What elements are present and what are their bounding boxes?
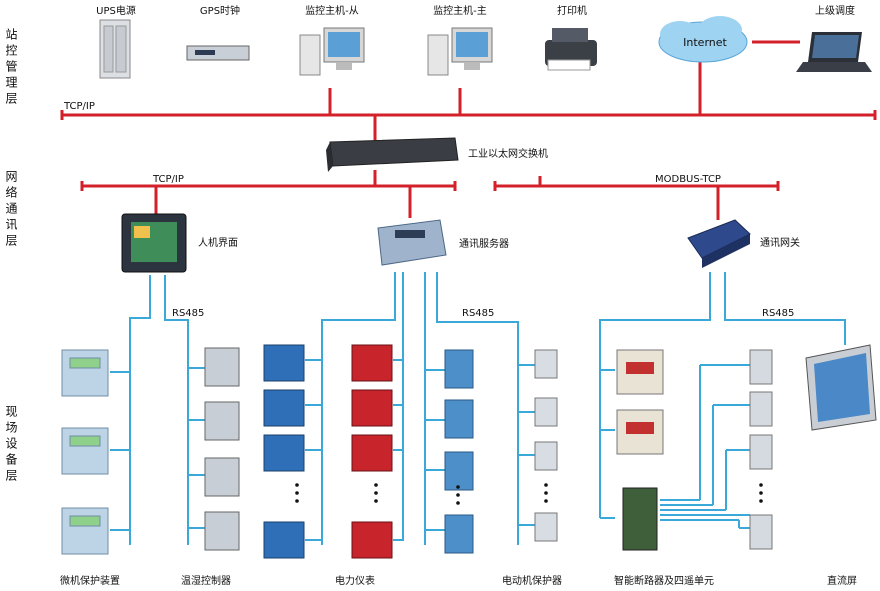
ethernet-switch	[326, 137, 459, 172]
ethernet-buses	[60, 40, 877, 220]
layer-network: 网络通讯层	[4, 170, 18, 250]
label-monitor-master: 监控主机-主	[433, 4, 487, 17]
label-printer: 打印机	[557, 4, 587, 17]
label-ups: UPS电源	[96, 4, 136, 17]
label-gateway: 通讯网关	[760, 236, 800, 249]
label-comm-server: 通讯服务器	[459, 237, 509, 250]
th-controllers	[204, 347, 240, 551]
label-rs485-2: RS485	[462, 308, 494, 319]
label-rs485-1: RS485	[172, 308, 204, 319]
label-right-bus: MODBUS-TCP	[655, 174, 721, 185]
hmi-panel	[121, 213, 187, 273]
label-gps: GPS时钟	[200, 4, 240, 17]
monitor-master	[427, 27, 493, 76]
label-micro-protection: 微机保护装置	[60, 574, 120, 587]
ups-cabinet	[99, 19, 131, 79]
comm-server	[377, 219, 447, 266]
smart-breakers	[616, 349, 773, 551]
label-monitor-slave: 监控主机-从	[305, 4, 359, 17]
label-breakers: 智能断路器及四遥单元	[614, 574, 714, 587]
label-top-bus: TCP/IP	[63, 101, 95, 112]
layer-field: 现场设备层	[4, 405, 18, 485]
internet-label: Internet	[683, 36, 727, 49]
dc-panel-screen	[805, 344, 877, 431]
label-hmi: 人机界面	[198, 236, 238, 249]
label-switch: 工业以太网交换机	[468, 147, 548, 160]
label-dc-panel: 直流屏	[827, 574, 857, 587]
layer-labels: 站控管理层 网络通讯层 现场设备层	[4, 28, 18, 485]
power-meters	[263, 344, 393, 559]
label-th-controller: 温湿控制器	[181, 574, 231, 587]
gps-clock	[186, 45, 250, 61]
comm-gateway	[687, 219, 751, 268]
micro-protection-devices	[61, 349, 109, 555]
label-left-bus: TCP/IP	[152, 174, 184, 185]
internet-cloud: Internet	[658, 16, 748, 63]
label-rs485-3: RS485	[762, 308, 794, 319]
layer-station: 站控管理层	[4, 28, 18, 108]
label-dispatch: 上级调度	[815, 4, 855, 17]
printer	[545, 28, 597, 71]
label-motor-protector: 电动机保护器	[502, 574, 562, 587]
laptop	[796, 32, 872, 72]
label-power-meter: 电力仪表	[335, 574, 375, 587]
rs485-lines	[110, 272, 846, 545]
monitor-slave	[299, 27, 365, 76]
motor-protectors	[444, 349, 558, 554]
